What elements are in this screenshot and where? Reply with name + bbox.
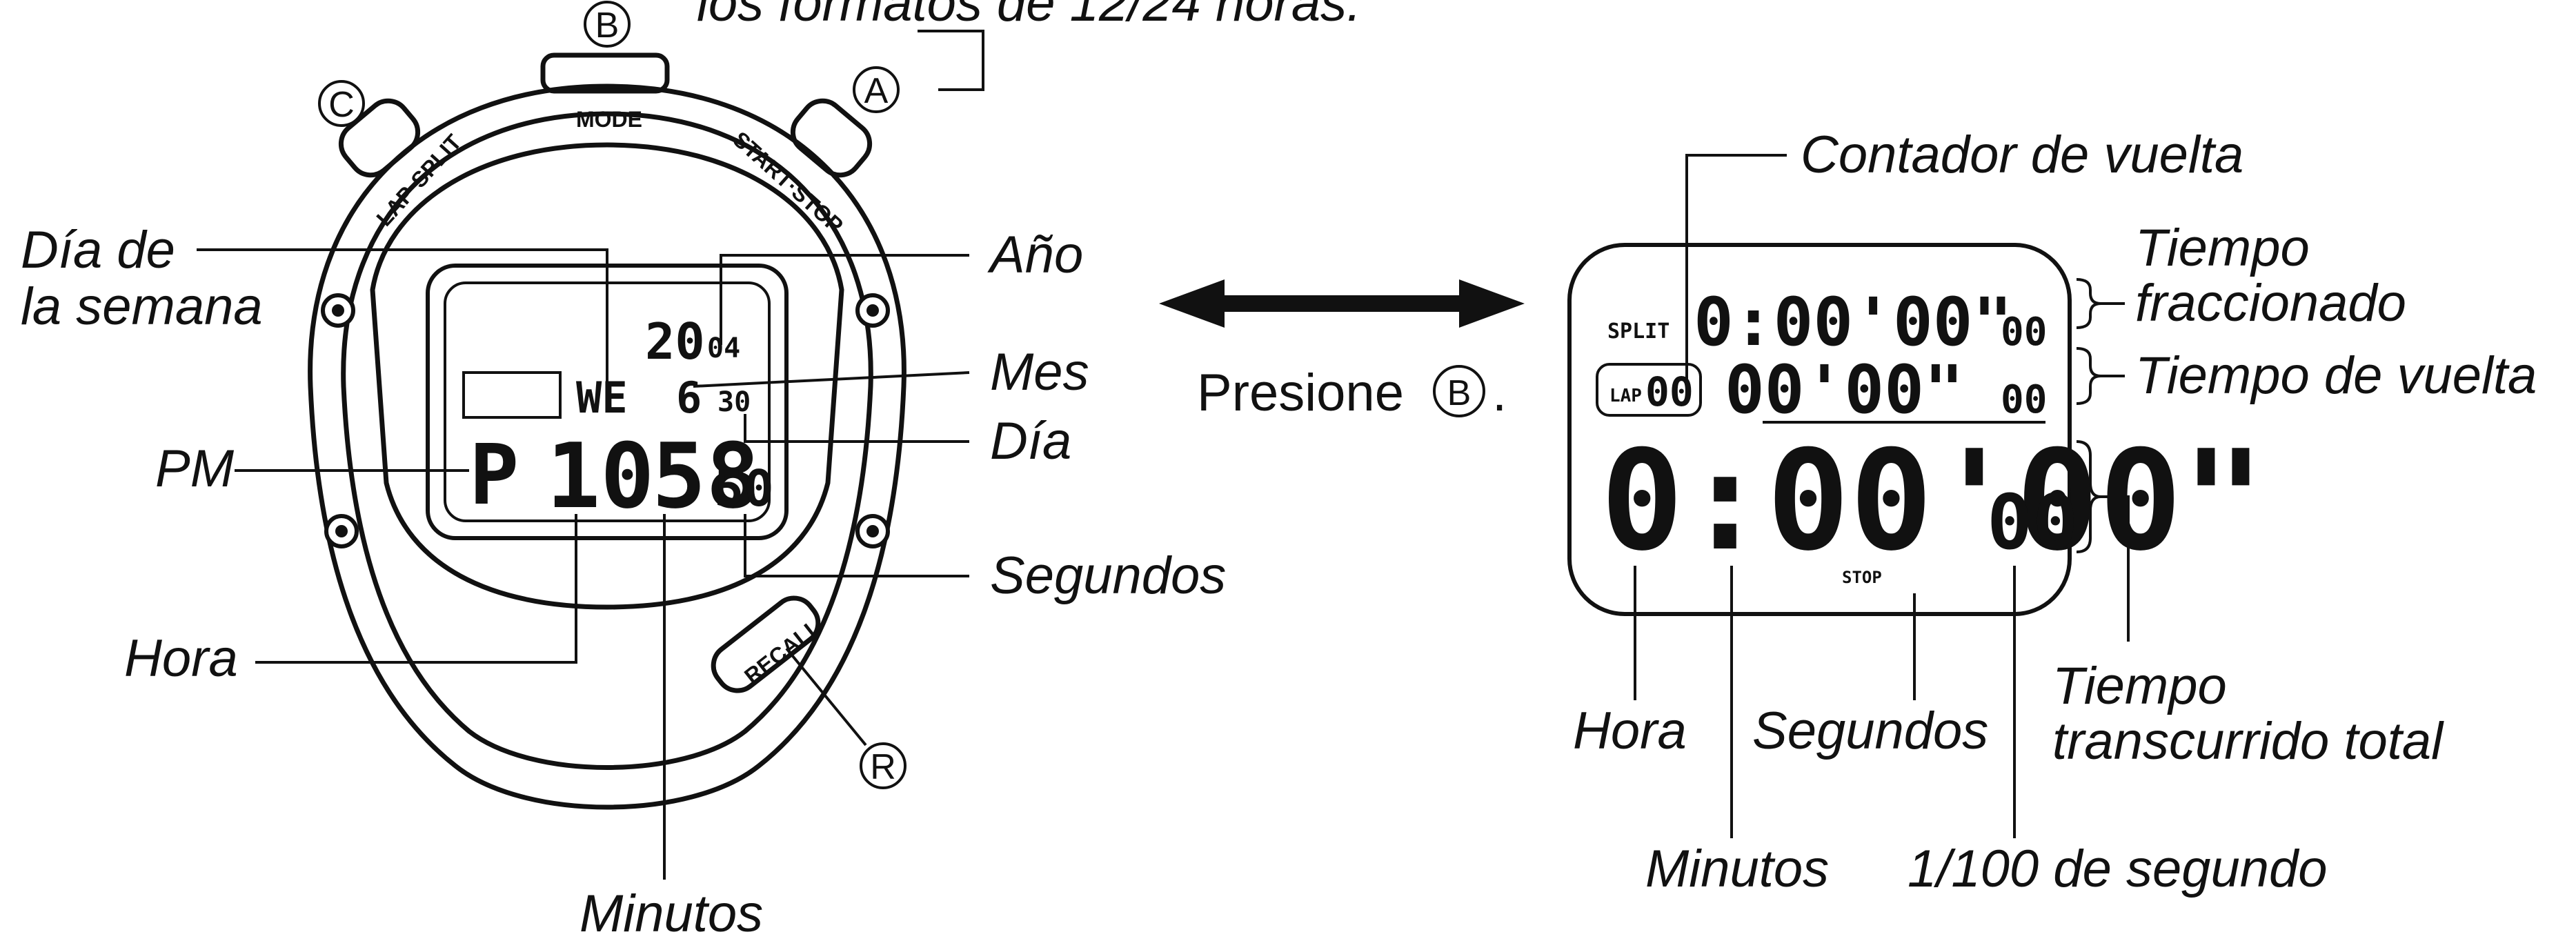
lcd-minutes: 58 (652, 424, 760, 528)
presione-button-circle (1433, 365, 1485, 417)
lcd-year-big: 20 (645, 313, 705, 370)
lcd-blank-segment (462, 371, 562, 419)
mark-c-circle (318, 80, 365, 127)
split-main: 0:00'00" (1694, 284, 2012, 361)
lap-main: 00'00" (1725, 351, 1964, 428)
lcd-year-small: 04 (707, 333, 740, 364)
split-hundredths: 00 (2001, 310, 2047, 355)
presione-period: . (1492, 364, 1507, 422)
leader-dia-semana (197, 248, 608, 386)
watch-bezel (370, 142, 844, 610)
callout-segundos: Segundos (990, 546, 1226, 605)
screw-top-left-center (332, 304, 344, 317)
callout-segundos: Segundos (1752, 702, 1988, 760)
mode-label: MODE (576, 107, 642, 132)
stopwatch-display: SPLIT 0:00'00" 00 LAP 00 00'00" 00 0:00'… (1567, 126, 2537, 898)
mark-b: B (595, 6, 620, 46)
leader-mes (693, 371, 970, 388)
watch-case-outer (308, 83, 906, 810)
mark-r-circle (860, 742, 906, 789)
callout-tiempo-fracc-1: Tiempo (2135, 219, 2310, 277)
leader-contador (1685, 154, 1787, 386)
lcd-seconds: 50 (714, 459, 774, 517)
callout-dia-semana-2: la semana (21, 277, 263, 336)
callout-minutos: Minutos (1645, 840, 1829, 898)
screw-top-right-center (866, 304, 879, 317)
mark-a: A (864, 71, 889, 111)
callout-tiempo-vuelta: Tiempo de vuelta (2135, 346, 2537, 405)
callout-hora: Hora (124, 629, 238, 688)
screw-bottom-right-center (866, 525, 879, 537)
lcd-day: 30 (717, 386, 751, 418)
mark-a-circle (853, 66, 900, 113)
double-arrow-icon (1159, 279, 1525, 328)
mark-r: R (870, 747, 896, 787)
leader-segundos (744, 514, 969, 577)
mode-switch-arrow: Presione B . (1159, 279, 1525, 422)
callout-tiempo-total-2: transcurrido total (2052, 712, 2444, 771)
callout-dia-semana-1: Día de (21, 221, 175, 279)
presione-text: Presione (1197, 364, 1404, 422)
button-b-mode[interactable] (540, 52, 670, 94)
callout-mes: Mes (990, 343, 1089, 402)
lcd-weekday: WE (576, 373, 628, 423)
lap-box (1596, 363, 1702, 417)
bracket-lap (2076, 347, 2101, 405)
callout-tiempo-total-1: Tiempo (2052, 657, 2227, 715)
callout-centesimas: 1/100 de segundo (1908, 840, 2328, 898)
lcd-pm-indicator: P (469, 428, 519, 524)
callout-hora: Hora (1573, 702, 1687, 760)
watch-case-inner (341, 111, 873, 770)
total-main: 0:00'00" (1601, 421, 2265, 582)
watch: MODE START·STOP LAP·SPLIT RECALL 20 04 W… (21, 1, 1226, 943)
mark-c: C (328, 85, 355, 125)
leader-hora (255, 514, 577, 664)
callout-pm: PM (155, 439, 235, 498)
callout-contador: Contador de vuelta (1801, 126, 2243, 184)
stopwatch-lcd-frame (1567, 243, 2072, 616)
leader-total (2101, 495, 2130, 642)
screw-bottom-left-center (335, 525, 348, 537)
leader-ano (720, 254, 969, 345)
lcd-hour: 10 (546, 424, 655, 528)
split-label: SPLIT (1607, 319, 1670, 344)
recall-leader (785, 647, 867, 746)
callout-tiempo-fracc-2: fraccionado (2135, 274, 2406, 333)
callout-minutos: Minutos (579, 884, 763, 943)
note-leader-line (918, 30, 984, 91)
callout-ano: Año (987, 226, 1083, 284)
bracket-split (2076, 278, 2101, 329)
top-note: los formatos de 12/24 horas. (697, 0, 1361, 32)
stop-label: STOP (1842, 568, 1882, 587)
lcd-month: 6 (676, 373, 702, 423)
total-hundredths: 00 (1987, 478, 2078, 566)
presione-button-mark: B (1447, 373, 1472, 413)
lap-hundredths: 00 (2001, 377, 2047, 422)
lap-label: LAP (1609, 386, 1642, 406)
leader-dia (744, 414, 969, 443)
mark-b-circle (584, 1, 631, 48)
recall-button[interactable] (705, 590, 826, 699)
callout-dia: Día (990, 412, 1071, 471)
